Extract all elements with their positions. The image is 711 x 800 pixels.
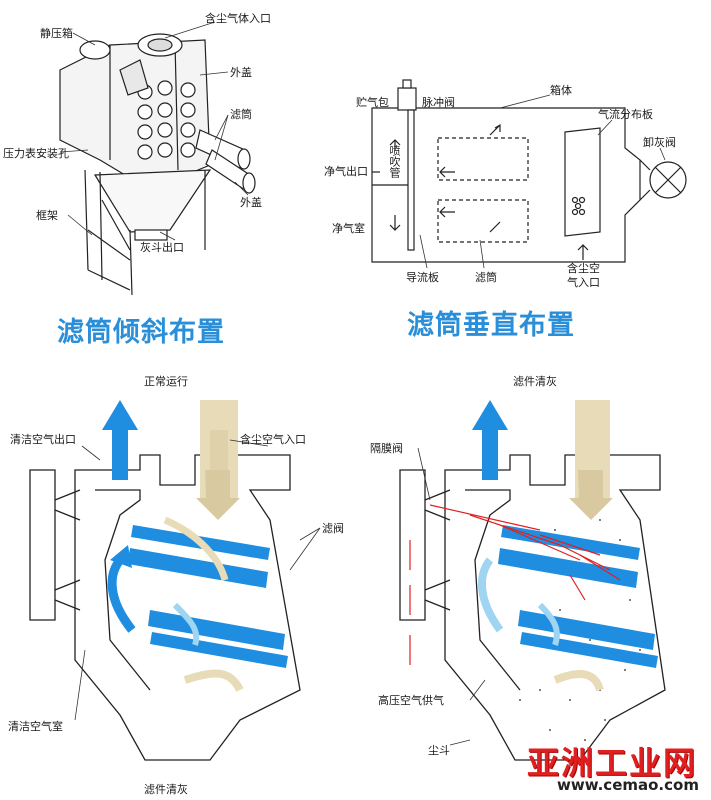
label-hatch-2: 外盖	[240, 196, 262, 209]
normal-operation-drawing	[29, 400, 321, 761]
label-distributor: 气流分布板	[598, 108, 653, 121]
label-blow-pipe: 喷吹管	[388, 145, 401, 178]
label-filter-valve: 滤阀	[322, 522, 344, 535]
label-gauge-hole: 压力表安装孔	[3, 147, 69, 160]
label-air-tank: 贮气包	[356, 96, 389, 109]
pulse-lines	[409, 504, 621, 665]
label-pulse-valve: 脉冲阀	[422, 96, 455, 109]
watermark-url: www.cemao.com	[557, 776, 699, 794]
label-frame: 框架	[36, 209, 58, 222]
label-hopper: 尘斗	[428, 744, 450, 757]
label-hatch-1: 外盖	[230, 66, 252, 79]
label-diaphragm-valve: 隔膜阀	[370, 442, 403, 455]
inclined-collector-drawing	[59, 33, 256, 296]
label-bottom-bl: 滤件清灰	[144, 783, 188, 796]
label-clean-outlet-bl: 清洁空气出口	[10, 433, 76, 446]
watermark-logo: 亚洲工业网 www.cemao.com	[527, 738, 705, 796]
title-cleaning: 滤件清灰	[513, 375, 557, 388]
label-static-box: 静压箱	[40, 27, 73, 40]
label-filter-tl: 滤筒	[230, 108, 252, 121]
caption-inclined: 滤筒倾斜布置	[57, 317, 225, 348]
cleaning-drawing	[399, 400, 666, 761]
watermark-text: 亚洲工业网	[527, 744, 698, 782]
vertical-collector-drawing	[371, 79, 687, 263]
label-clean-outlet: 净气出口	[324, 165, 368, 178]
label-guide-plate: 导流板	[406, 271, 439, 284]
label-ash-valve: 卸灰阀	[643, 136, 676, 149]
label-dust-inlet-bl: 含尘空气入口	[240, 433, 306, 446]
label-dust-inlet-tl: 含尘气体入口	[205, 12, 271, 25]
label-filter-tr: 滤筒	[475, 271, 497, 284]
title-normal-operation: 正常运行	[144, 375, 188, 388]
label-clean-room-bl: 清洁空气室	[8, 720, 63, 733]
label-dust-inlet-tr-1: 含尘空	[567, 262, 600, 275]
label-ash-outlet: 灰斗出口	[140, 241, 184, 254]
label-clean-room: 净气室	[332, 222, 365, 235]
label-dust-inlet-tr-2: 气入口	[567, 276, 600, 289]
label-high-pressure: 高压空气供气	[378, 694, 444, 707]
caption-vertical: 滤筒垂直布置	[407, 310, 575, 341]
label-box: 箱体	[550, 84, 572, 97]
